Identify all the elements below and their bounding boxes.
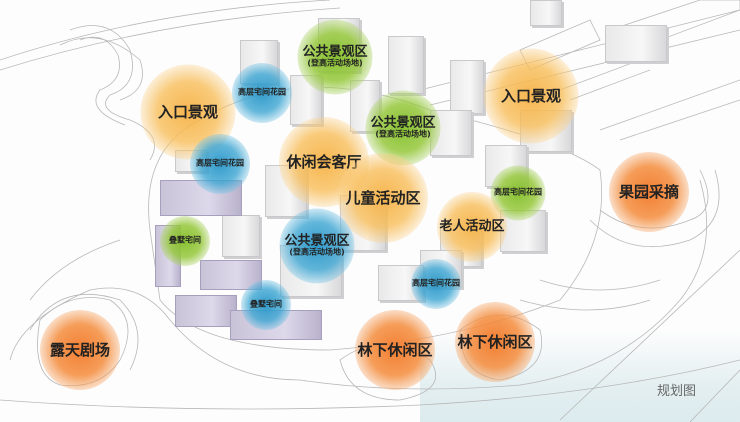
leisure-lounge-label: 休闲会客厅 (286, 154, 361, 171)
elderly-activity-highlight (437, 192, 507, 262)
zone-subtitle: (登高活动场地) (375, 129, 431, 139)
forest-leisure-1-label: 林下休闲区 (357, 342, 432, 359)
elderly-activity-label: 老人活动区 (439, 218, 505, 234)
zone-name: 高层宅间花园 (412, 278, 460, 288)
zone-name: 公共景观区 (302, 44, 368, 60)
public-landscape-center-label: 公共景观区(登高活动场地) (370, 116, 435, 139)
public-landscape-south-label: 公共景观区(登高活动场地) (284, 234, 349, 257)
building (388, 36, 424, 94)
building (222, 215, 260, 257)
zone-name: 公共景观区 (284, 233, 350, 249)
zone-name: 高层宅间花园 (238, 87, 286, 97)
highrise-garden-3-label: 高层宅间花园 (494, 187, 542, 198)
zone-subtitle: (登高活动场地) (307, 58, 363, 68)
zone-name: 林下休闲区 (357, 340, 433, 359)
zone-name: 老人活动区 (439, 218, 505, 234)
zone-name: 休闲会客厅 (286, 152, 362, 171)
villa-yard-2-highlight (241, 280, 291, 330)
zone-name: 高层宅间花园 (196, 158, 244, 168)
zone-name: 儿童活动区 (345, 188, 421, 207)
children-activity-highlight (338, 153, 428, 243)
children-activity-label: 儿童活动区 (345, 190, 420, 207)
villa-building (175, 295, 237, 327)
public-landscape-south-highlight (279, 208, 355, 284)
zone-name: 公共景观区 (370, 115, 436, 131)
zone-name: 入口景观 (157, 102, 219, 121)
building (605, 25, 667, 62)
open-air-theater-highlight (40, 310, 120, 390)
entrance-landscape-east-highlight (483, 48, 579, 144)
forest-leisure-2-label: 林下休闲区 (457, 334, 532, 351)
map-caption: 规划图 (657, 384, 697, 399)
zone-name: 叠墅宅间 (169, 235, 201, 245)
zone-name: 果园采摘 (618, 182, 680, 201)
public-landscape-north-label: 公共景观区(登高活动场地) (302, 45, 367, 68)
public-landscape-north-highlight (297, 19, 373, 95)
building (530, 0, 562, 26)
highrise-garden-4-label: 高层宅间花园 (412, 278, 460, 289)
zone-name: 露天剧场 (49, 340, 111, 359)
entrance-landscape-west-label: 入口景观 (158, 104, 218, 121)
highrise-garden-2-highlight (190, 134, 250, 194)
forest-leisure-1-highlight (355, 310, 435, 390)
zone-name: 叠墅宅间 (250, 299, 282, 309)
zone-name: 林下休闲区 (457, 332, 533, 351)
orchard-picking-highlight (609, 152, 689, 232)
highrise-garden-1-label: 高层宅间花园 (238, 87, 286, 98)
highrise-garden-2-label: 高层宅间花园 (196, 158, 244, 169)
entrance-landscape-east-label: 入口景观 (501, 88, 561, 105)
villa-yard-1-highlight (160, 216, 210, 266)
zone-name: 入口景观 (500, 86, 562, 105)
villa-yard-1-label: 叠墅宅间 (169, 235, 201, 246)
building (450, 60, 484, 114)
zone-subtitle: (登高活动场地) (289, 247, 345, 257)
forest-leisure-2-highlight (455, 302, 535, 382)
zone-name: 高层宅间花园 (494, 187, 542, 197)
villa-yard-2-label: 叠墅宅间 (250, 299, 282, 310)
highrise-garden-1-highlight (232, 63, 292, 123)
orchard-picking-label: 果园采摘 (619, 184, 679, 201)
open-air-theater-label: 露天剧场 (50, 342, 110, 359)
highrise-garden-4-highlight (411, 259, 461, 309)
